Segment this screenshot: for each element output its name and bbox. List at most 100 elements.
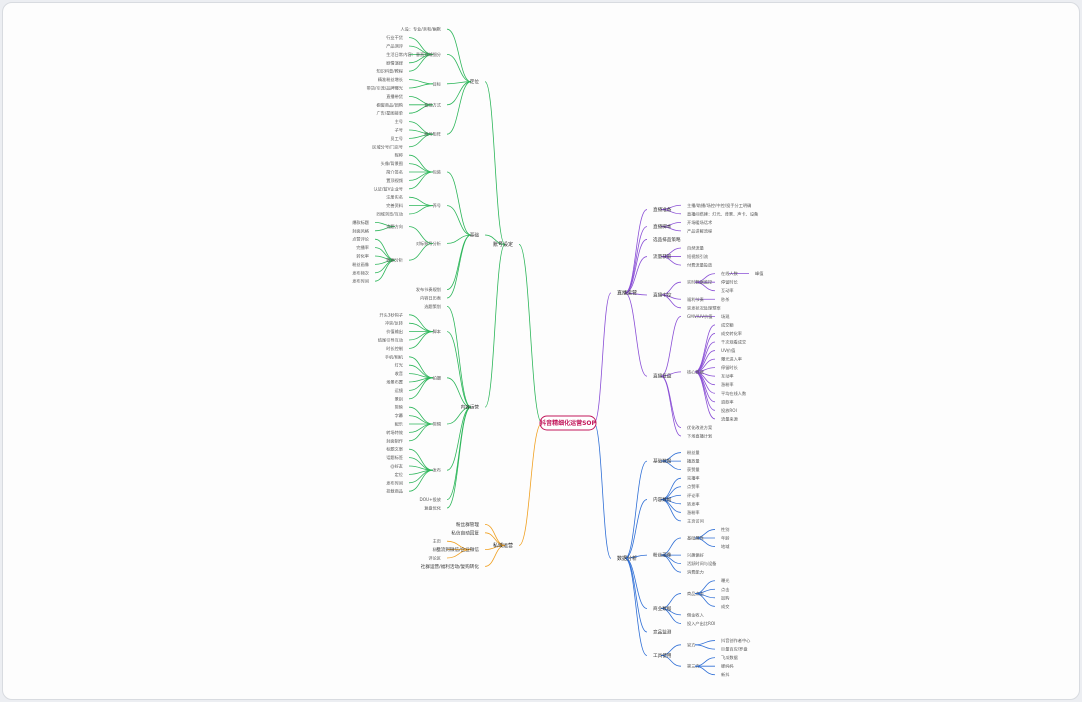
node-b3-3-0-3[interactable]: 成交: [721, 603, 729, 610]
node-b0-1-2-1[interactable]: 数据分析: [386, 257, 403, 264]
node-b1-1[interactable]: 私信自动回复: [451, 529, 479, 536]
node-b0-0-3[interactable]: 变现方式: [424, 101, 442, 108]
node-b0-1-1[interactable]: 养号: [433, 202, 441, 209]
node-b0-1-0-3[interactable]: 置顶视频: [386, 177, 404, 184]
node-b0-1-1-2[interactable]: 同城浏览/互动: [376, 211, 403, 218]
node-b2-5-2[interactable]: 优化改进方案: [687, 424, 713, 431]
node-b3-1-5[interactable]: 主页访问: [687, 517, 704, 524]
node-b2-4-0-0-0[interactable]: 峰值: [755, 270, 763, 277]
node-b0-2[interactable]: 内容运营: [461, 404, 480, 411]
node-b3-2-0[interactable]: 基础属性: [687, 535, 704, 542]
node-b3-1-3[interactable]: 转发率: [687, 500, 700, 507]
node-b2-5-1-8[interactable]: 平均在线人数: [721, 390, 747, 397]
node-b2-5-1-4[interactable]: 曝光进入率: [721, 356, 742, 363]
node-b1-2-2[interactable]: 评论区: [428, 555, 441, 562]
node-b2-4-1-0[interactable]: 秒杀: [721, 296, 729, 303]
node-b3-1-4[interactable]: 涨粉率: [687, 509, 700, 516]
node-b0-1-1-0[interactable]: 注册实名: [386, 194, 403, 201]
node-b2-4-0-1[interactable]: 停留时长: [721, 279, 739, 286]
node-b2-4-2[interactable]: 突发状况处理预案: [687, 304, 721, 311]
node-b3-5[interactable]: 工具使用: [653, 652, 672, 659]
node-b0-0-3-1[interactable]: 橱窗商品/团购: [376, 101, 403, 108]
node-b0-2-3-0[interactable]: 剪映: [395, 404, 404, 411]
node-b3-2-0-2[interactable]: 地域: [721, 543, 730, 549]
node-b0-0-4-2[interactable]: 员工号: [390, 136, 403, 142]
node-b2-1[interactable]: 直播脚本: [653, 223, 672, 230]
node-b0-1-2[interactable]: 对标账号分析: [416, 240, 441, 247]
node-b1-2[interactable]: 引流到微信/企业微信: [436, 546, 479, 553]
node-b2-4[interactable]: 直播中控: [653, 292, 672, 299]
node-b3-3-0-2[interactable]: 加购: [721, 594, 729, 601]
node-b2-5-1-9[interactable]: 退款率: [721, 398, 734, 405]
node-b0-2-3[interactable]: 剪辑: [433, 421, 441, 428]
node-b0-1-2-0[interactable]: 选题方向: [386, 223, 403, 230]
node-b0-1-4[interactable]: 内容日历表: [420, 295, 442, 302]
node-b1-0[interactable]: 粉丝群管理: [456, 521, 479, 528]
node-b0-1-1-1[interactable]: 完善资料: [386, 202, 404, 209]
node-b0-1[interactable]: 基础: [470, 232, 480, 239]
node-b2-5-1-5[interactable]: 停留时长: [721, 364, 739, 371]
node-b3-2-2[interactable]: 活跃时间与设备: [687, 560, 717, 567]
node-b2-5-1-10[interactable]: 投放ROI: [721, 407, 737, 414]
node-b3-5-1-2[interactable]: 新抖: [721, 671, 730, 678]
node-b3-0-0[interactable]: 粉丝量: [687, 449, 700, 456]
node-b2-5-1[interactable]: 核心数据: [687, 368, 704, 375]
node-b0-1-2-1-1[interactable]: 完播率: [356, 244, 369, 251]
node-b2-4-1[interactable]: 福利节奏: [687, 296, 705, 303]
node-b0-2-4-2[interactable]: @好友: [390, 463, 403, 470]
node-b0-0[interactable]: 定位: [470, 78, 480, 85]
node-b2-3-1[interactable]: 短视频引流: [687, 253, 709, 260]
node-b0-1-0-4[interactable]: 认证/蓝V企业号: [374, 185, 403, 192]
root-node-box[interactable]: [539, 415, 597, 431]
node-b0-2-1-3[interactable]: 结尾引导互动: [378, 337, 403, 344]
node-b0-2-2-2[interactable]: 收音: [395, 370, 403, 377]
node-b2-4-0[interactable]: 实时数据监控: [687, 279, 713, 286]
node-b3-2[interactable]: 粉丝画像: [653, 552, 672, 559]
node-b0-2-1[interactable]: 脚本: [433, 328, 442, 335]
node-b0-2-2-4[interactable]: 运镜: [395, 387, 404, 394]
node-b0-1-2-0-0[interactable]: 爆款标题: [352, 219, 370, 226]
node-b0-2-4-1[interactable]: 话题标签: [386, 454, 404, 461]
node-b0-2-4-4[interactable]: 发布时间: [386, 479, 403, 486]
node-b0-1-2-1-5[interactable]: 发布时间: [352, 278, 369, 285]
node-b2-3-2[interactable]: 付费流量投放: [687, 262, 713, 269]
node-b3-5-0[interactable]: 官方: [687, 641, 695, 648]
node-b0-0-1-1[interactable]: 产品测评: [386, 43, 404, 50]
node-b3-5-1-1[interactable]: 蝉妈妈: [721, 663, 734, 670]
node-b0-0-4-0[interactable]: 主号: [395, 118, 403, 125]
node-b2-1-1[interactable]: 产品讲解流程: [687, 227, 713, 234]
node-b2-5-1-6[interactable]: 互动率: [721, 373, 734, 380]
node-b0-2-2-5[interactable]: 景别: [395, 395, 403, 402]
node-b3-2-1[interactable]: 兴趣偏好: [687, 552, 704, 559]
node-b0-2-1-0[interactable]: 开头3秒钩子: [379, 311, 403, 318]
node-b3-2-0-1[interactable]: 年龄: [721, 535, 730, 542]
node-b0-1-0-1[interactable]: 头像/背景图: [381, 160, 403, 167]
node-b0-0-2-0[interactable]: 精准粉丝增长: [378, 76, 404, 83]
node-b3-1-0[interactable]: 完播率: [687, 475, 700, 482]
node-b0-2-4[interactable]: 发布: [433, 467, 441, 474]
node-b1-3[interactable]: 社群运营/福利活动/复购转化: [421, 563, 480, 570]
node-b3-5-1[interactable]: 第三方: [687, 663, 700, 670]
node-b0-2-1-4[interactable]: 时长控制: [386, 345, 403, 352]
node-b0-2-3-2[interactable]: 配乐: [395, 421, 403, 428]
node-b0-0-2[interactable]: 目标: [433, 80, 441, 87]
node-b0-1-3[interactable]: 发布节奏规划: [416, 286, 441, 293]
node-b0-2-2-1[interactable]: 灯光: [395, 362, 403, 369]
node-b1-2-1[interactable]: 私信: [433, 546, 441, 553]
node-b0-1-2-1-3[interactable]: 粉丝画像: [352, 261, 370, 268]
node-b2-3-0[interactable]: 自然流量: [687, 245, 704, 252]
node-b3-0-1[interactable]: 播放量: [687, 458, 700, 465]
node-b2-5-3[interactable]: 下场直播计划: [687, 433, 712, 440]
node-b2-4-0-2[interactable]: 互动率: [721, 287, 734, 294]
node-b0-2-1-1[interactable]: 冲突/反转: [385, 320, 403, 327]
node-b0-0-1[interactable]: 内容：垂直领域细分: [403, 51, 442, 58]
node-b2-5-1-1[interactable]: 成交转化率: [721, 330, 742, 337]
node-b0-1-0-2[interactable]: 简介签名: [386, 169, 403, 176]
node-b2-5-1-3[interactable]: UV价值: [721, 347, 735, 354]
node-b3-4[interactable]: 竞品监测: [653, 629, 672, 636]
node-b0-2-2-3[interactable]: 场景布置: [386, 379, 403, 386]
node-b0-1-2-1-2[interactable]: 转化率: [356, 253, 369, 260]
node-b0-2-4-0[interactable]: 标题文案: [386, 446, 404, 453]
node-b2-0-1[interactable]: 直播间搭建：灯光、背景、声卡、设备: [687, 210, 759, 217]
node-b0-0-3-2[interactable]: 广告/星图接单: [376, 110, 403, 117]
